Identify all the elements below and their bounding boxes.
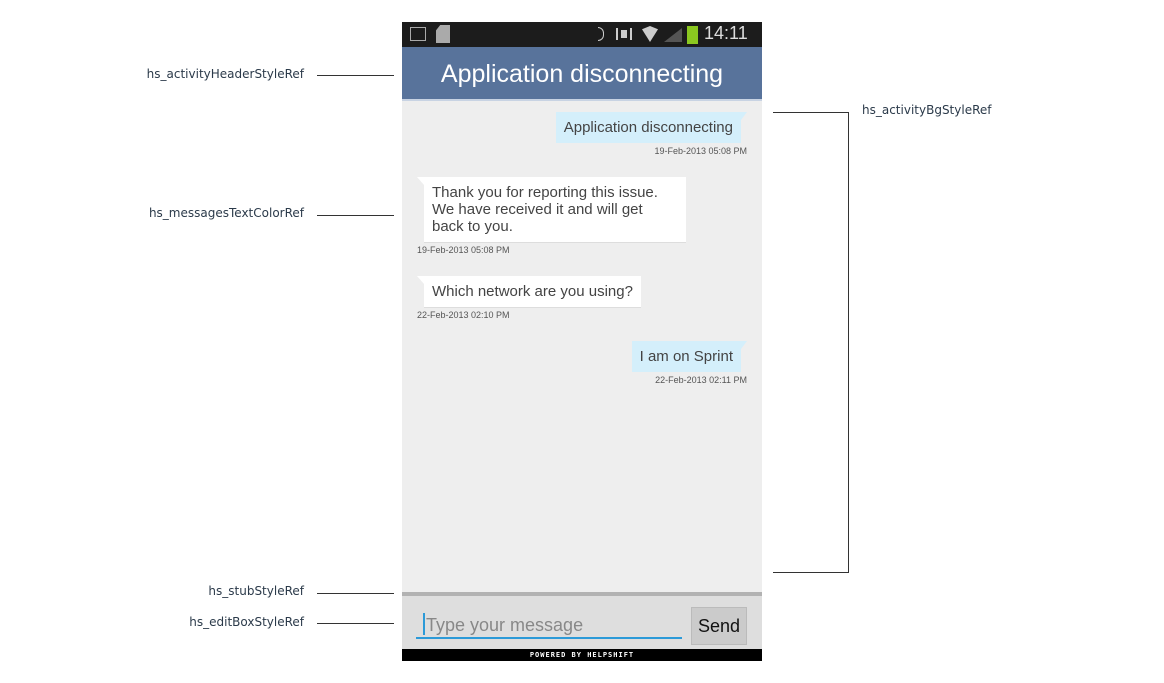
battery-icon	[687, 26, 698, 44]
message-item: I am on Sprint 22-Feb-2013 02:11 PM	[417, 341, 748, 386]
message-bubble-incoming: Which network are you using?	[417, 276, 641, 307]
annotation-line	[317, 215, 394, 216]
annotation-line	[317, 593, 394, 594]
composer: Type your message Send	[402, 596, 762, 649]
message-item: Which network are you using? 22-Feb-2013…	[417, 276, 747, 321]
page-title: Application disconnecting	[402, 47, 762, 101]
annotation-edit-box-style: hs_editBoxStyleRef	[189, 615, 304, 629]
wifi-icon	[642, 26, 658, 42]
stub-divider	[402, 592, 762, 596]
message-timestamp: 19-Feb-2013 05:08 PM	[654, 146, 747, 156]
annotation-activity-bg-style: hs_activityBgStyleRef	[862, 103, 992, 117]
annotation-line	[317, 623, 394, 624]
message-timestamp: 19-Feb-2013 05:08 PM	[417, 245, 510, 255]
message-bubble-incoming: Thank you for reporting this issue. We h…	[417, 177, 686, 242]
message-bubble-outgoing: I am on Sprint	[631, 341, 748, 372]
bluetooth-icon	[598, 27, 604, 41]
message-bubble-outgoing: Application disconnecting	[555, 112, 748, 143]
annotation-header-style: hs_activityHeaderStyleRef	[146, 67, 304, 81]
annotation-bracket	[773, 112, 849, 573]
vibrate-icon	[616, 28, 632, 40]
message-item: Application disconnecting 19-Feb-2013 05…	[417, 112, 748, 157]
annotation-stub-style: hs_stubStyleRef	[208, 584, 304, 598]
signal-icon	[664, 28, 682, 42]
sd-card-icon	[436, 25, 450, 43]
send-button[interactable]: Send	[691, 607, 747, 645]
powered-by-footer: POWERED BY HELPSHIFT	[402, 649, 762, 661]
message-timestamp: 22-Feb-2013 02:11 PM	[655, 375, 747, 385]
gallery-icon	[410, 27, 426, 41]
message-item: Thank you for reporting this issue. We h…	[417, 177, 747, 256]
message-input[interactable]: Type your message	[416, 611, 682, 639]
message-timestamp: 22-Feb-2013 02:10 PM	[417, 310, 510, 320]
status-time: 14:11	[704, 23, 748, 43]
status-bar: 14:11	[402, 22, 762, 47]
message-list: Application disconnecting 19-Feb-2013 05…	[402, 112, 762, 582]
annotation-messages-text-color: hs_messagesTextColorRef	[148, 206, 304, 220]
phone-screen: 14:11 Application disconnecting Applicat…	[402, 22, 762, 661]
annotation-line	[317, 75, 394, 76]
